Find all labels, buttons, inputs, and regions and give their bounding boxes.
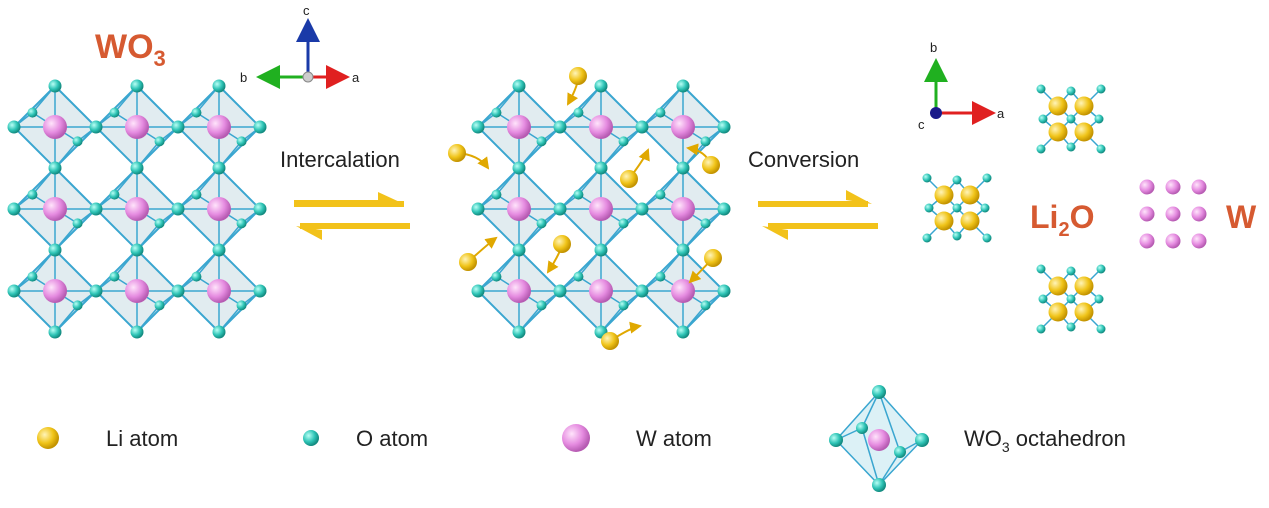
conversion-label: Conversion (748, 147, 859, 172)
legend-w-label: W atom (636, 426, 712, 451)
legend-o-icon (303, 430, 319, 446)
legend-w-icon (562, 424, 590, 452)
legend-octahedron-icon (829, 385, 929, 492)
intercalation-label: Intercalation (280, 147, 400, 172)
axis-right-b: b (930, 40, 937, 55)
axis-left-b: b (240, 70, 247, 85)
legend-li-label: Li atom (106, 426, 178, 451)
legend-o-label: O atom (356, 426, 428, 451)
axis-right-a: a (997, 106, 1005, 121)
axis-right-c: c (918, 117, 925, 132)
wo3-title: WO3 (95, 28, 166, 71)
li2o-label: Li2O (1030, 199, 1094, 241)
w-atom-cluster (1139, 179, 1207, 249)
w-label: W (1226, 199, 1257, 235)
conversion-arrows (758, 190, 878, 240)
axis-left-a: a (352, 70, 360, 85)
axis-left-c: c (303, 3, 310, 18)
li2o-units (922, 84, 1106, 334)
axes-left: c b a (240, 3, 360, 89)
legend-li-icon (37, 427, 59, 449)
legend-octahedron-label: WO3 octahedron (964, 426, 1126, 455)
legend: Li atom O atom W atom WO3 octahedron (37, 385, 1126, 492)
axes-right: b a c (918, 40, 1005, 132)
intercalation-arrows (294, 192, 410, 240)
intercalated-li-atoms (448, 67, 722, 350)
wo3-lattice-pristine (7, 79, 267, 339)
wo3-lattice-intercalated (471, 79, 731, 339)
